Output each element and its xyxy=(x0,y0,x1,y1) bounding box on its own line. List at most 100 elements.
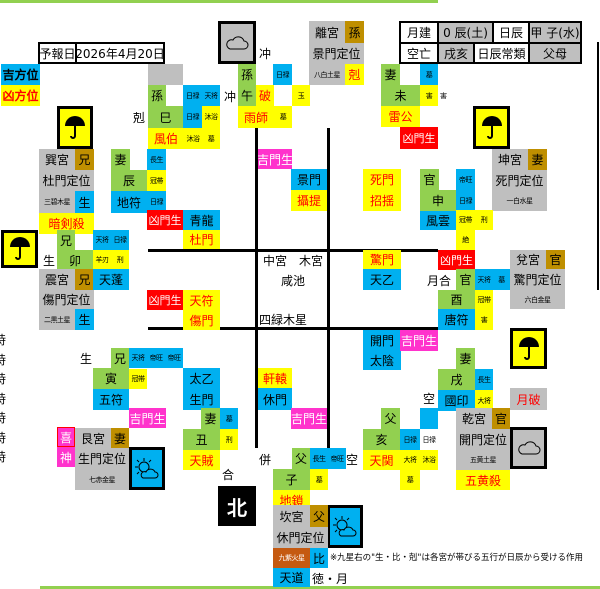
hour-label: 時 xyxy=(0,372,7,386)
joy-god: 喜 xyxy=(57,427,75,447)
small-tag: 日禄 xyxy=(273,64,292,85)
center-palace-name: 中宮 xyxy=(263,254,288,268)
small-tag: 大将 xyxy=(475,390,493,411)
sun-cloud-icon xyxy=(327,505,363,548)
branch-shen[interactable]: 申 xyxy=(420,190,456,211)
palace-name: 乾宮 xyxy=(456,408,492,429)
center-palace-sub: 木宮 xyxy=(299,254,324,268)
branch-chen[interactable]: 辰 xyxy=(111,170,147,191)
branch-zi[interactable]: 子 xyxy=(273,469,310,490)
umbrella-icon xyxy=(57,106,93,149)
spirit: 攝提 xyxy=(291,190,327,211)
palace-name: 坎宮 xyxy=(273,505,310,527)
palace-gate: 死門定位 xyxy=(492,170,547,191)
small-tag: 墓 xyxy=(202,128,220,149)
gate-state: 凶門生 xyxy=(147,290,183,310)
small-tag: 冠帯 xyxy=(129,369,147,389)
relation: 孫 xyxy=(148,85,166,106)
small-tag: 冠帯 xyxy=(475,290,493,309)
general: 地符 xyxy=(111,191,147,213)
gate: 傷門 xyxy=(183,310,220,330)
small-tag: 沐浴 xyxy=(184,128,202,149)
small-tag: 墓 xyxy=(420,64,438,85)
small-tag: 日禄 xyxy=(456,190,475,211)
empty-cell xyxy=(148,64,183,85)
unlucky-direction-legend: 凶方位 xyxy=(1,85,40,106)
general: 風雲 xyxy=(420,211,456,230)
gate-state: 吉門生 xyxy=(129,408,166,428)
palace-star: 三碧木星 xyxy=(39,191,75,213)
small-tag: 沐浴 xyxy=(202,106,220,128)
grid-line xyxy=(148,249,438,252)
gate: 景門 xyxy=(291,169,327,190)
branch-wei[interactable]: 未 xyxy=(381,85,420,106)
umbrella-icon xyxy=(510,328,547,369)
void-label: 空亡 xyxy=(401,44,437,62)
joy-god: 神 xyxy=(57,447,75,467)
small-tag: 刑 xyxy=(475,210,493,230)
day-label: 日辰 xyxy=(494,23,528,42)
branch-yin[interactable]: 寅 xyxy=(93,368,129,389)
branch-si[interactable]: 巳 xyxy=(148,106,183,128)
small-tag: 墓 xyxy=(220,408,238,429)
small-tag: 天将 xyxy=(129,348,147,368)
relation: 兄 xyxy=(57,230,75,250)
small-tag: 害 xyxy=(420,85,438,106)
small-tag: 日禄 xyxy=(183,85,202,106)
palace-star: 九紫火星 xyxy=(273,548,310,568)
umbrella-icon xyxy=(473,106,510,149)
north-direction: 北 xyxy=(218,486,256,526)
gate: 開門 xyxy=(363,330,401,351)
small-tag: 帝旺 xyxy=(328,448,346,469)
forecast-date[interactable]: 2026年4月20日 xyxy=(75,42,165,64)
branch-xu[interactable]: 戌 xyxy=(438,369,475,390)
relation: 妻 xyxy=(381,64,400,85)
umbrella-icon xyxy=(1,230,38,268)
small-tag: 帝旺 xyxy=(165,348,183,368)
merge-mark: 併 xyxy=(259,453,272,467)
branch-you[interactable]: 酉 xyxy=(438,290,475,309)
spirit: 天関 xyxy=(363,450,400,470)
palace-gate: 生門定位 xyxy=(75,448,129,469)
palace-gate: 傷門定位 xyxy=(39,290,94,309)
branch-chou[interactable]: 丑 xyxy=(183,429,220,450)
gate-state: 凶門生 xyxy=(147,210,183,230)
lucky-direction-legend: 吉方位 xyxy=(1,64,40,85)
spirit: 雨師 xyxy=(238,106,274,128)
branch-mao[interactable]: 卯 xyxy=(57,250,93,270)
day-value: 甲 子(水) xyxy=(530,23,580,42)
gen-label: 生 xyxy=(43,254,56,268)
god: 天符 xyxy=(183,290,220,310)
palace-star: 七赤金星 xyxy=(75,469,129,490)
right-divider xyxy=(597,42,599,290)
gate: 休門 xyxy=(258,388,292,410)
class-label: 日辰常類 xyxy=(475,44,528,62)
branch-hai[interactable]: 亥 xyxy=(363,429,400,450)
palace-name: 巽宮 xyxy=(39,149,75,170)
god: 太陰 xyxy=(363,351,401,370)
gate-state: 吉門生 xyxy=(291,408,327,429)
month-value: 0 辰(土) xyxy=(439,23,492,42)
palace-star: 二黒土星 xyxy=(39,309,75,330)
void-mark: 空 xyxy=(423,392,436,406)
palace-name: 離宮 xyxy=(309,21,345,43)
god: 青龍 xyxy=(183,210,220,230)
small-tag: 墓 xyxy=(400,470,420,490)
relation: 官 xyxy=(420,169,439,190)
branch-wu[interactable]: 午 xyxy=(238,85,256,106)
palace-gate: 杜門定位 xyxy=(39,170,94,191)
small-tag: 玉 xyxy=(292,85,310,106)
palace-star: 六白金星 xyxy=(510,290,565,309)
small-tag: 帝旺 xyxy=(147,348,165,368)
small-tag: 日禄 xyxy=(422,435,437,444)
relation: 父 xyxy=(292,448,310,469)
small-tag: 天将 xyxy=(202,85,220,106)
small-tag: 長生 xyxy=(147,149,166,170)
relation: 父 xyxy=(381,408,400,429)
grid-line xyxy=(148,327,438,330)
sun-cloud-icon xyxy=(129,447,165,490)
dark-sword-kill: 暗剣殺 xyxy=(39,213,94,234)
hour-label: 時 xyxy=(0,450,7,464)
cloud-icon xyxy=(510,427,547,469)
small-tag: 墓 xyxy=(310,469,328,490)
